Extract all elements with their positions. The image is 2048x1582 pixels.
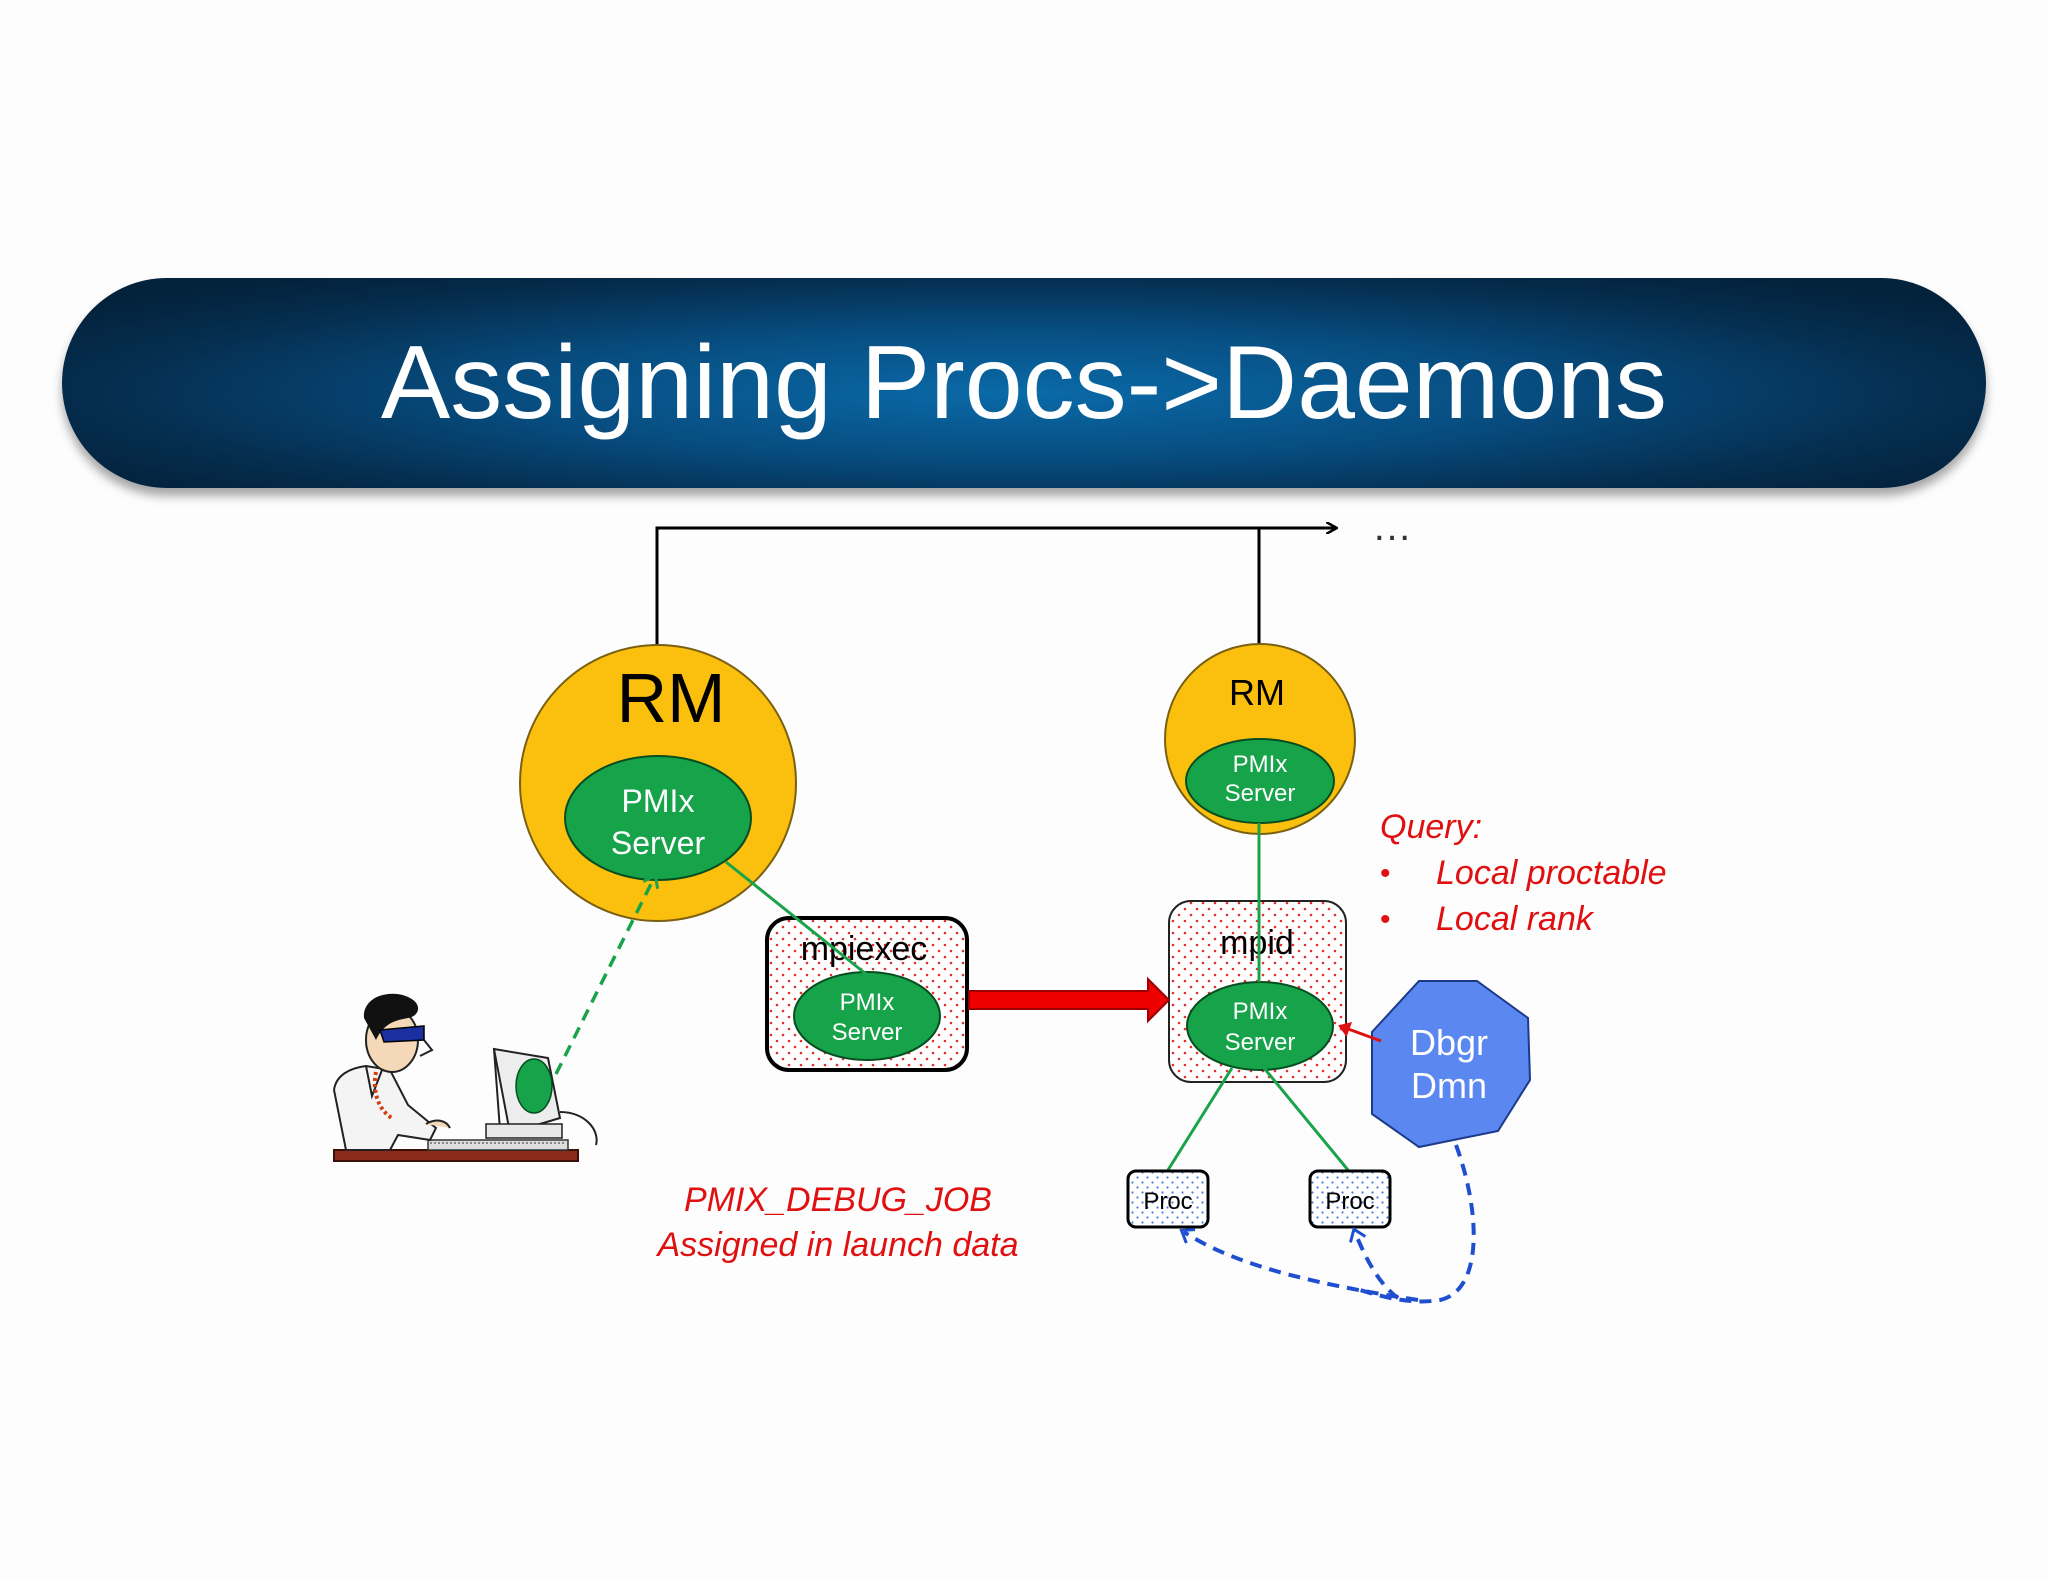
attach-arrows — [1184, 1144, 1476, 1304]
rm-right-server-line1: PMIx — [1233, 751, 1288, 778]
debug-job-note: PMIX_DEBUG_JOB Assigned in launch data — [655, 1181, 1018, 1264]
title-banner: Assigning Procs->Daemons — [62, 278, 1986, 488]
proc-left-label: Proc — [1143, 1188, 1192, 1215]
launch-arrow — [968, 976, 1171, 1024]
mpid-server-line1: PMIx — [1233, 998, 1288, 1025]
mpid-pmix-server — [1186, 981, 1334, 1071]
query-item-2: Local rank — [1436, 900, 1595, 938]
proc-right-label: Proc — [1325, 1188, 1374, 1215]
mpiexec-pmix-server — [793, 971, 941, 1061]
mpiexec-server-line1: PMIx — [840, 989, 895, 1016]
dbgr-line2: Dmn — [1411, 1065, 1487, 1106]
query-heading: Query: — [1380, 808, 1482, 846]
debug-note-line1: PMIX_DEBUG_JOB — [684, 1181, 992, 1219]
mpid-server-line2: Server — [1225, 1029, 1296, 1056]
query-bullet-2: • — [1380, 903, 1391, 936]
rm-right-node: RM PMIx Server — [1164, 643, 1356, 835]
user-at-computer-illustration — [332, 993, 598, 1162]
rm-left-label: RM — [617, 659, 726, 737]
query-arrow — [1338, 1021, 1382, 1043]
mpiexec-node: mpiexec PMIx Server — [765, 916, 969, 1072]
network-bus: … — [655, 505, 1418, 665]
rm-right-server-line2: Server — [1225, 780, 1296, 807]
dbgr-daemon: Dbgr Dmn — [1371, 980, 1532, 1149]
rm-right-label: RM — [1229, 672, 1285, 713]
proc-left: Proc — [1126, 1169, 1210, 1229]
mpiexec-server-line2: Server — [832, 1019, 903, 1046]
mpiexec-label: mpiexec — [801, 930, 928, 968]
debug-note-line2: Assigned in launch data — [655, 1226, 1018, 1264]
rm-left-server-line1: PMIx — [622, 783, 695, 819]
rm-left-node: RM PMIx Server — [519, 644, 797, 922]
query-item-1: Local proctable — [1436, 854, 1667, 892]
query-annotation: Query: • Local proctable • Local rank — [1380, 808, 1667, 938]
mpid-label: mpid — [1220, 924, 1294, 962]
rm-left-server-line2: Server — [611, 825, 706, 861]
pmix-links — [725, 823, 1350, 1171]
slide-title: Assigning Procs->Daemons — [380, 324, 1668, 441]
user-connect-arrow — [554, 878, 654, 1075]
ellipsis-text: … — [1372, 505, 1418, 549]
mpid-node: mpid PMIx Server — [1168, 900, 1347, 1083]
query-bullet-1: • — [1380, 857, 1391, 890]
proc-right: Proc — [1308, 1169, 1392, 1229]
dbgr-line1: Dbgr — [1410, 1022, 1488, 1063]
